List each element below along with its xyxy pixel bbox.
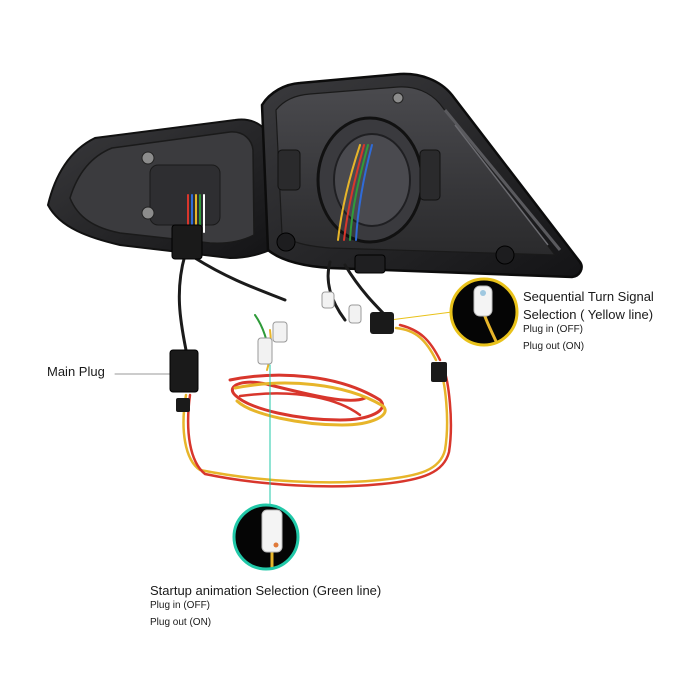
sequential-selection-callout [449,277,519,347]
sequential-plug-in-text: Plug in (OFF) [523,324,584,335]
startup-selection-title: Startup animation Selection (Green line) [150,583,382,598]
sequential-title-line2: Selection ( Yellow line) [523,307,654,322]
connectors [169,224,447,412]
main-plug-connector [169,349,199,393]
main-plug-label: Main Plug [47,364,105,379]
startup-selection-callout [232,503,300,571]
sequential-selection-title: Sequential Turn Signal Selection ( Yello… [523,288,654,324]
startup-plug-in-text: Plug in (OFF) [150,600,211,611]
sequential-title-line1: Sequential Turn Signal [523,289,654,304]
startup-plug-out-text: Plug out (ON) [150,617,212,628]
tail-light-housing [46,72,583,279]
sequential-plug-out-text: Plug out (ON) [523,341,585,352]
